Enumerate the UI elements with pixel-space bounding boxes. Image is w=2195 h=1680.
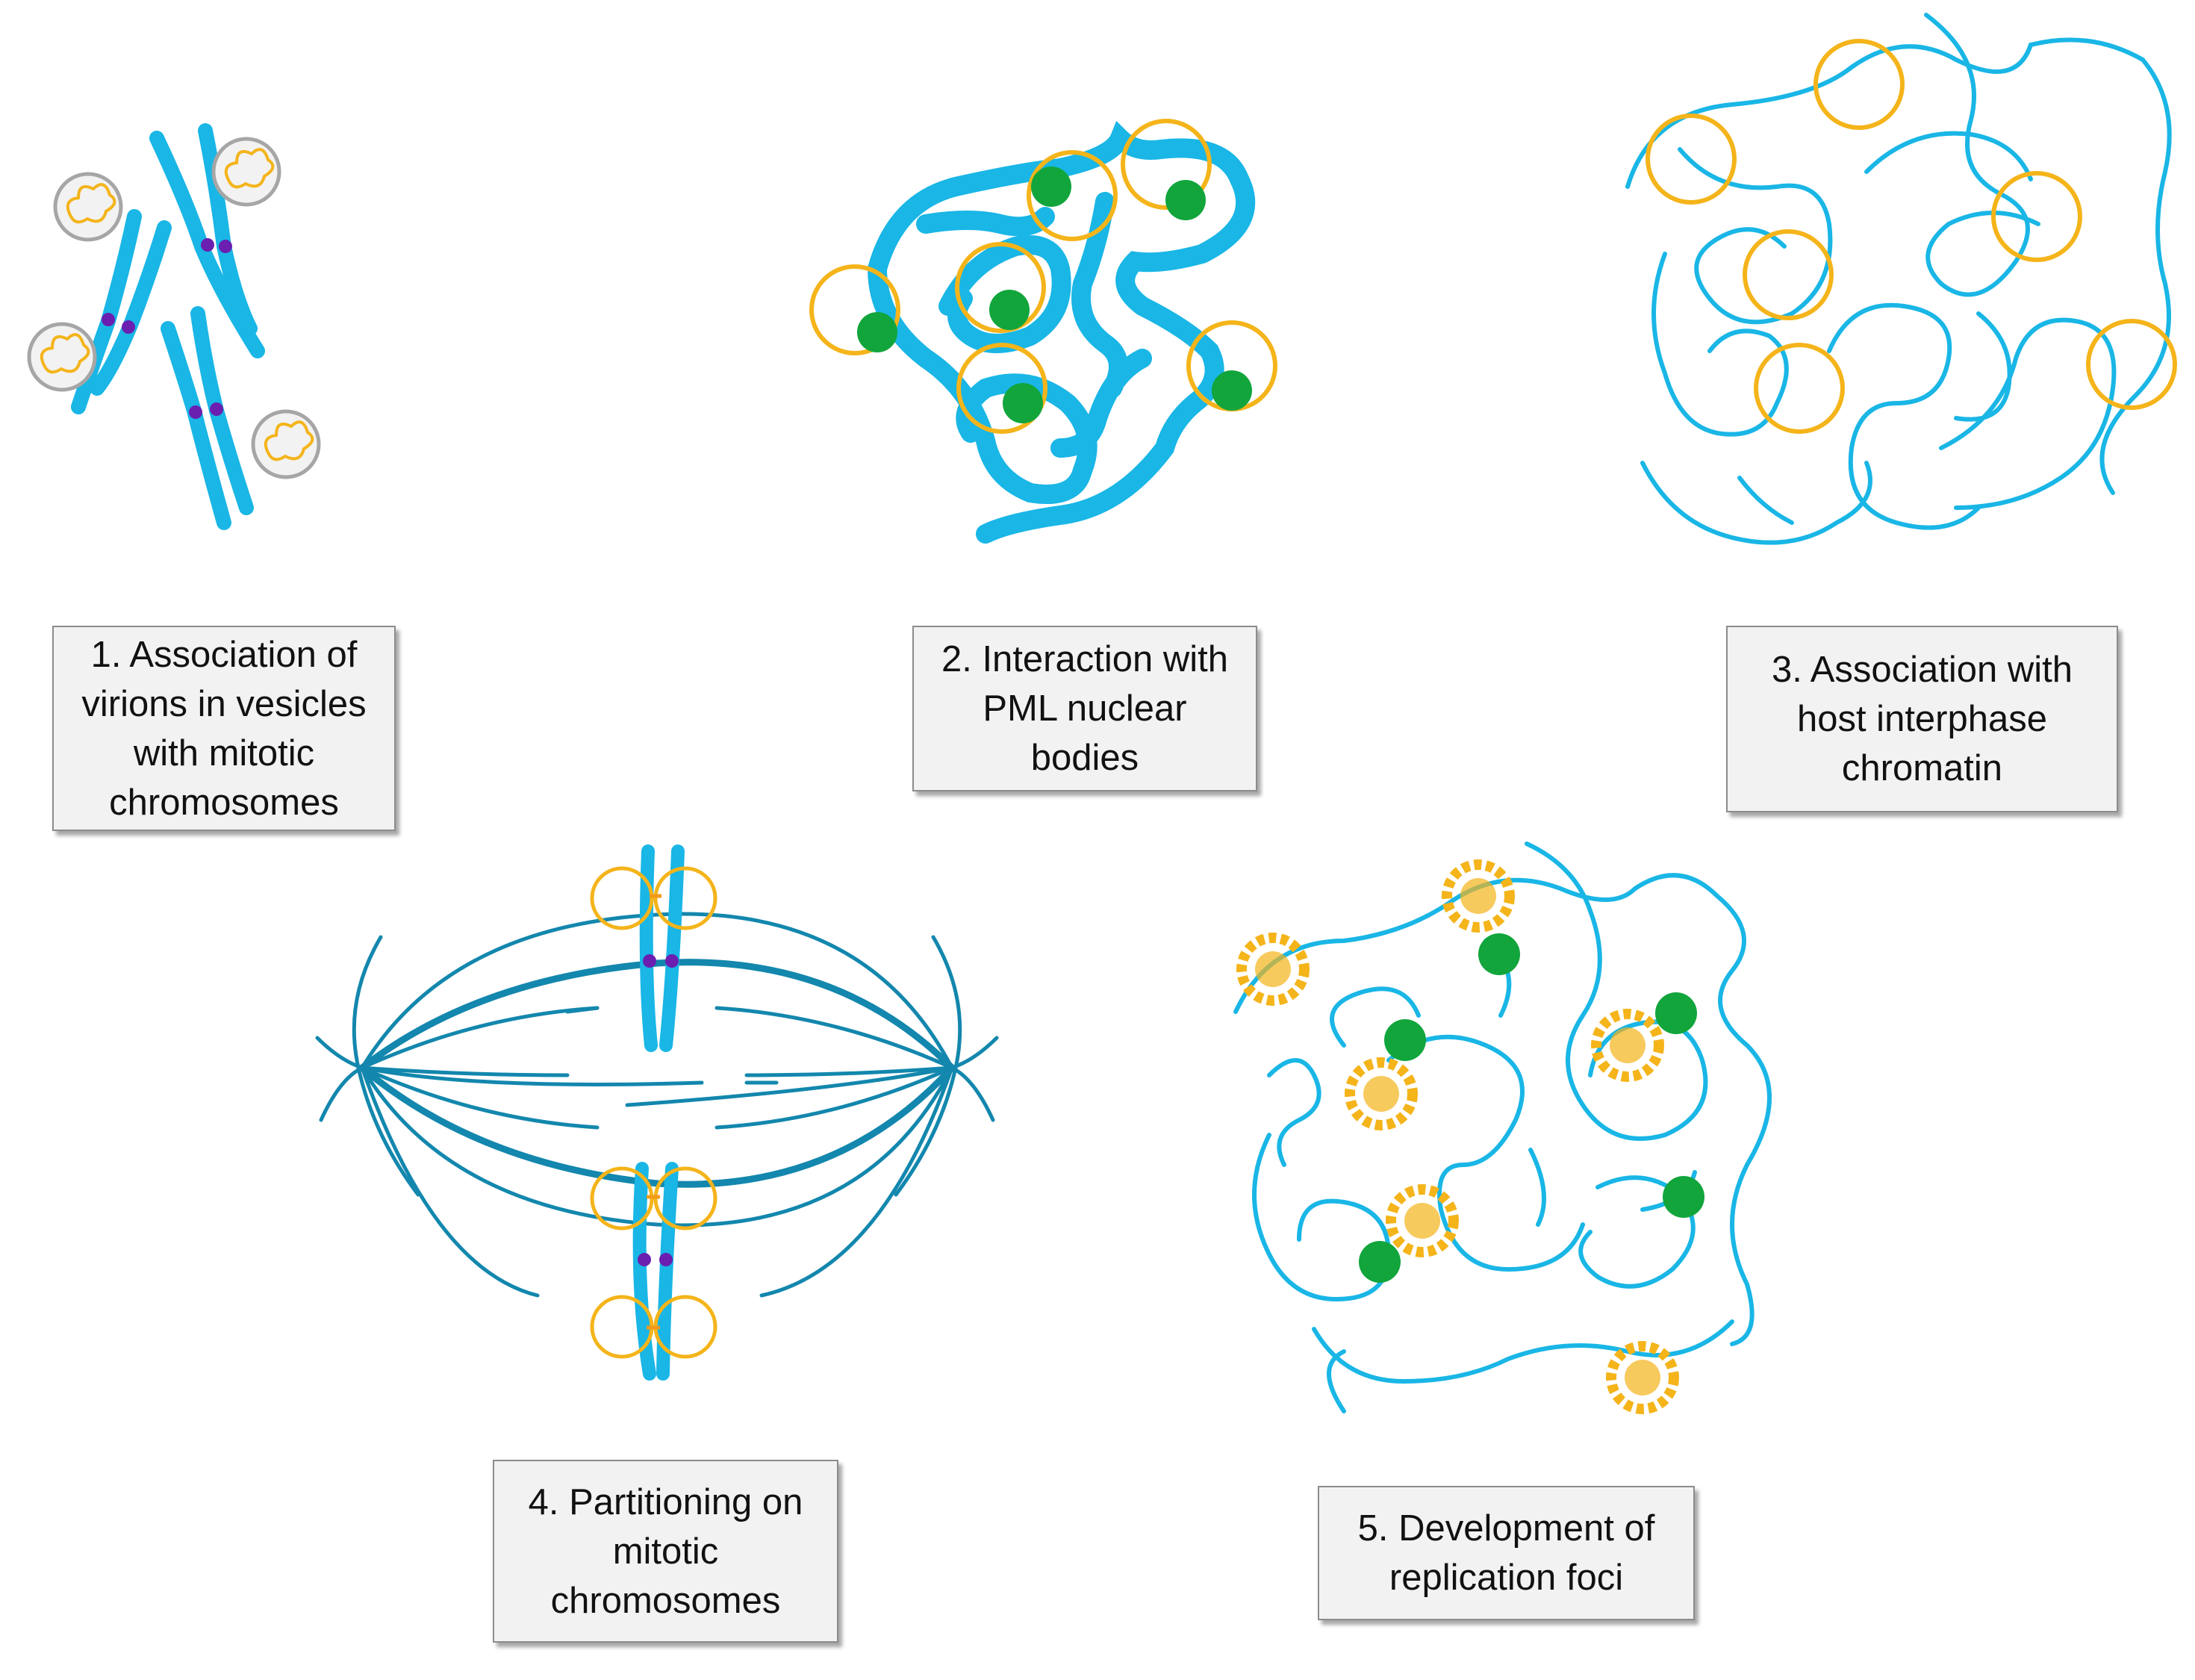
caption-line: 5. Development of: [1357, 1508, 1655, 1549]
viral-genome-ring: [2086, 319, 2177, 410]
replication-focus: [1606, 1341, 1679, 1414]
mitotic-chromosome: [149, 123, 265, 358]
viral-genome-ring: [1991, 171, 2082, 262]
replication-focus: [1591, 1009, 1664, 1082]
replication-focus: [1386, 1184, 1459, 1257]
viral-genome-ring: [956, 343, 1047, 434]
mitotic-chromosome: [590, 844, 717, 1052]
pml-body: [1384, 1019, 1426, 1061]
replication-focus: [1236, 933, 1310, 1006]
caption-panel-3: 3. Association with host interphase chro…: [1726, 626, 2118, 812]
caption-line: chromatin: [1841, 748, 2003, 788]
pml-body: [1478, 933, 1520, 975]
caption-line: chromosomes: [109, 782, 339, 823]
viral-genome-ring: [809, 264, 900, 355]
caption-panel-4: 4. Partitioning on mitotic chromosomes: [493, 1460, 838, 1643]
caption-panel-2: 2. Interaction with PML nuclear bodies: [912, 626, 1257, 791]
caption-line: chromosomes: [550, 1580, 781, 1621]
caption-line: mitotic: [612, 1531, 719, 1572]
caption-line: bodies: [1030, 738, 1139, 778]
pml-body: [1655, 992, 1697, 1034]
viral-genome-ring: [955, 242, 1046, 333]
viral-genome-ring: [1754, 343, 1845, 434]
viral-genome-ring: [1121, 119, 1212, 220]
caption-line: virions in vesicles: [81, 683, 367, 724]
virion-vesicle: [53, 172, 123, 242]
caption-panel-5: 5. Development of replication foci: [1318, 1486, 1695, 1620]
caption-line: replication foci: [1389, 1558, 1624, 1598]
mitotic-chromosome: [71, 209, 172, 414]
pml-body: [1663, 1176, 1704, 1218]
viral-genome-ring: [1027, 150, 1118, 241]
mitotic-chromosome: [590, 1162, 717, 1381]
virion-vesicle: [251, 409, 321, 479]
caption-line: PML nuclear: [983, 688, 1187, 729]
caption-line: 3. Association with: [1771, 650, 2073, 690]
mitotic-chromosome: [161, 306, 254, 530]
viral-genome-ring: [1186, 320, 1277, 411]
caption-line: host interphase: [1796, 699, 2048, 739]
viral-genome-ring: [1646, 113, 1737, 205]
caption-line: 1. Association of: [90, 634, 358, 675]
caption-line: with mitotic: [133, 732, 315, 774]
caption-line: 4. Partitioning on: [528, 1481, 803, 1522]
replication-focus: [1442, 859, 1515, 933]
virion-vesicle: [27, 322, 97, 392]
caption-panel-1: 1. Association of virions in vesicles wi…: [52, 626, 396, 831]
replication-focus: [1345, 1057, 1418, 1130]
chromatin-fiber: [1233, 841, 1772, 1413]
virion-vesicle: [211, 137, 281, 207]
caption-line: 2. Interaction with: [941, 639, 1229, 679]
chromatin-fiber: [868, 120, 1256, 544]
viral-genome-ring: [1743, 229, 1834, 320]
viral-genome-ring: [1813, 39, 1905, 130]
pml-body: [1359, 1241, 1401, 1283]
mitotic-spindle: [315, 912, 999, 1298]
